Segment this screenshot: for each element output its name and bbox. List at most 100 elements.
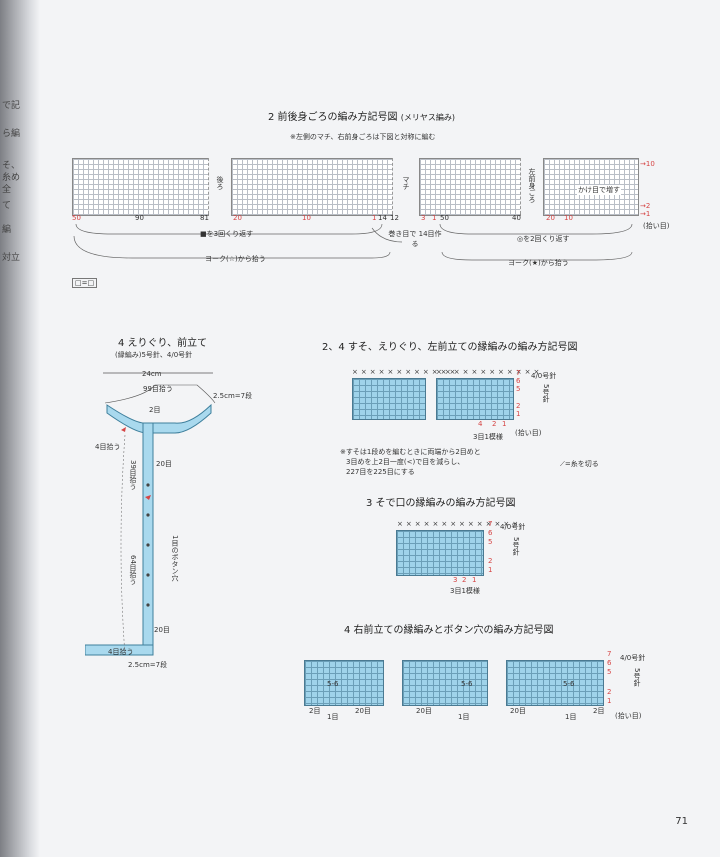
hem-repeat: 3目1模様 — [473, 433, 503, 441]
right-band-count: 20目 — [355, 707, 371, 715]
cut-yarn-icon: ⟋ — [560, 460, 565, 468]
sleeve-needle-top: 4/0号針 — [500, 523, 526, 531]
neck-band-diagram — [85, 372, 216, 656]
hem-needle-body: 5号針 — [542, 384, 550, 403]
repeat-black-note: ■を3回くり返す — [200, 230, 254, 238]
edge-fragment: で記 — [2, 101, 21, 111]
neck-width: 24cm — [142, 370, 162, 378]
right-band-needle-top: 4/0号針 — [620, 654, 646, 662]
chart-gap — [392, 158, 420, 214]
right-band-count: 1目 — [458, 713, 470, 721]
right-band-chart-block — [506, 660, 604, 706]
row-mark: 2 — [607, 688, 612, 696]
neck-st20-bottom: 20目 — [154, 626, 170, 634]
hem-chart-block — [352, 378, 426, 420]
edge-fragment: ら編 — [2, 129, 21, 139]
row-mark: 5 — [488, 538, 493, 546]
stitch-count: 40 — [512, 214, 521, 222]
row-mark: 5 — [607, 668, 612, 676]
page-number: 71 — [675, 816, 688, 827]
chart-grid-segment — [419, 158, 521, 216]
stitch-count: 1 — [432, 214, 437, 222]
right-band-count: 2目 — [593, 707, 605, 715]
neck-subtitle: (縁編み)5号針、4/0号針 — [115, 351, 193, 359]
hem-note: ※すそは1段めを編むときに両端から2目めと — [340, 448, 481, 456]
hem-top-row: ×××××××××××× — [436, 368, 543, 376]
sleeve-needle-body: 5号針 — [512, 537, 520, 556]
edge-fragment: 糸め — [2, 173, 21, 183]
hem-note: 3目めを上2目一度(<)で目を減らし、 — [346, 458, 465, 466]
label-left-front: 左前身ごろ — [528, 168, 536, 203]
row-marker: →1 — [640, 210, 651, 218]
row-mark: 6 — [516, 377, 521, 385]
stitch-count: 10 — [302, 214, 311, 222]
chart-gap — [520, 158, 544, 214]
main-chart-title: 2 前後身ごろの編み方記号図 (メリヤス編み) — [268, 112, 455, 123]
sleeve-title: 3 そで口の縁編みの編み方記号図 — [366, 498, 516, 509]
neck-st4-bottom: 4目拾う — [108, 648, 134, 656]
stitch-count: 50 — [72, 214, 81, 222]
symbol-legend: □=□ — [72, 278, 98, 288]
stitch-count: 20 — [546, 214, 555, 222]
stitch-count: 14 — [378, 214, 387, 222]
sleeve-top-row: ×××××××××××××× — [397, 520, 522, 528]
hem-needle-top: 4/0号針 — [531, 372, 557, 380]
stitch-count: 20 — [233, 214, 242, 222]
row-mark: 1 — [516, 410, 521, 418]
neck-pickup-64: 64目拾う — [129, 555, 137, 585]
row-mark: 6 — [607, 659, 612, 667]
neck-st20-top: 20目 — [156, 460, 172, 468]
stitch-count: 90 — [135, 214, 144, 222]
right-band-count: 1目 — [327, 713, 339, 721]
row-mark: 7 — [488, 520, 493, 528]
right-band-count: 2目 — [309, 707, 321, 715]
right-band-pickup: (拾い目) — [615, 712, 642, 720]
neck-button-hole: 1目のボタン穴 — [171, 535, 179, 582]
yoke-left-note: ヨーク(☆)から拾う — [205, 255, 266, 263]
hem-pickup: (拾い目) — [515, 429, 542, 437]
stitch-count: 12 — [390, 214, 399, 222]
row-mark: 2 — [488, 557, 493, 565]
neck-side-bottom: 2.5cm=7段 — [128, 661, 168, 669]
stitch-count: 1 — [372, 214, 377, 222]
stitch-count: 50 — [440, 214, 449, 222]
cut-yarn-legend: ⟋=糸を切る — [560, 460, 599, 468]
buttonhole-mark: 5-6 — [327, 680, 339, 688]
cast-on-note: 巻き目で 14目作る — [388, 230, 442, 248]
neck-pickup-39: 39目拾う — [129, 460, 137, 490]
yoke-right-note: ヨーク(★)から拾う — [508, 259, 569, 267]
neck-side-right: 2.5cm=7段 — [213, 392, 253, 400]
edge-fragment: て — [2, 201, 12, 211]
hem-bottom-num: 1 — [502, 420, 507, 428]
label-gusset: マチ — [402, 176, 410, 190]
row-mark: 1 — [488, 566, 493, 574]
chart-grid-segment — [231, 158, 393, 216]
hem-top-row: ×××××××××××× — [352, 368, 459, 376]
sleeve-bottom-num: 2 — [462, 576, 467, 584]
hem-note: 227目を225目にする — [346, 468, 415, 476]
neck-pickup-top: 99目拾う — [143, 385, 173, 393]
buttonhole-mark: 5-6 — [563, 680, 575, 688]
row-mark: 6 — [488, 529, 493, 537]
binding-gutter — [0, 0, 40, 857]
label-back: 後ろ — [216, 176, 224, 190]
neck-st4-left: 4目拾う — [95, 443, 121, 451]
row-mark: 1 — [607, 697, 612, 705]
stitch-count: 81 — [200, 214, 209, 222]
row-mark: 2 — [516, 402, 521, 410]
right-band-chart-block — [402, 660, 488, 706]
neck-st2: 2目 — [149, 406, 161, 414]
edge-fragment: 全 — [2, 185, 12, 195]
right-band-count: 20目 — [416, 707, 432, 715]
buttonhole-mark: 5-6 — [461, 680, 473, 688]
sleeve-repeat: 3目1模様 — [450, 587, 480, 595]
chart-grid-segment — [72, 158, 209, 216]
sleeve-chart-block — [396, 530, 484, 576]
hem-chart-block — [436, 378, 514, 420]
sleeve-bottom-num: 1 — [472, 576, 477, 584]
edge-fragment: そ、 — [2, 161, 21, 171]
hem-title: 2、4 すそ、えりぐり、左前立ての縁編みの編み方記号図 — [322, 342, 578, 353]
main-chart-subnote: ※左側のマチ、右前身ごろは下図と対称に編む — [290, 133, 436, 141]
right-band-count: 1目 — [565, 713, 577, 721]
edge-fragment: 編 — [2, 225, 12, 235]
